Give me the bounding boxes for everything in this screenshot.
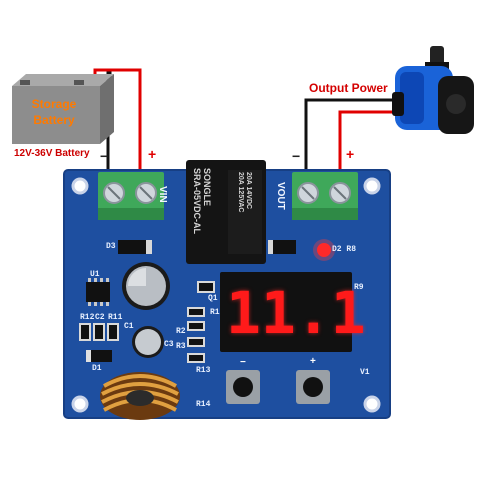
relay-rating-1: 20A 14VDC xyxy=(245,172,252,210)
output-terminal-block xyxy=(292,172,358,220)
diode-d1 xyxy=(86,350,112,362)
mounting-holes xyxy=(71,177,381,413)
battery-icon xyxy=(12,74,114,144)
plus-button-label: + xyxy=(310,356,316,367)
battery-range-label: 12V-36V Battery xyxy=(14,148,90,159)
output-plus-label: + xyxy=(346,146,355,162)
input-plus-label: + xyxy=(148,146,157,162)
silk-r1: R1 xyxy=(210,308,220,317)
silk-d2-r8: D2 R8 xyxy=(332,245,357,254)
relay-brand: SONGLE xyxy=(202,168,212,207)
ic-u1 xyxy=(86,282,110,302)
minus-button-switch xyxy=(226,370,260,404)
output-black-wire xyxy=(304,98,392,190)
status-led xyxy=(317,243,331,257)
vin-silk: VIN xyxy=(157,186,168,203)
silk-r3: R3 xyxy=(176,342,186,351)
silk-r9: R9 xyxy=(354,283,364,292)
electrolytic-capacitor xyxy=(122,262,170,310)
led-display xyxy=(220,272,352,352)
silk-c1: C1 xyxy=(124,322,134,331)
silk-r11: R11 xyxy=(108,313,123,322)
small-capacitor xyxy=(132,326,164,358)
output-power-label: Output Power xyxy=(309,81,388,95)
diode-d2 xyxy=(268,240,296,254)
plus-button-switch xyxy=(296,370,330,404)
water-pump-icon xyxy=(392,46,474,134)
vout-silk: VOUT xyxy=(275,182,286,210)
silk-r14: R14 xyxy=(196,400,211,409)
inductor-coil xyxy=(100,372,180,420)
input-minus-label: − xyxy=(100,148,109,164)
silk-u1: U1 xyxy=(90,270,100,279)
smd-resistors xyxy=(79,281,215,363)
input-terminal-block xyxy=(98,172,164,220)
storage-battery-label: Storage Battery xyxy=(31,97,77,127)
display-readout: 11.1 xyxy=(226,279,366,347)
relay-model: SRA-05VDC-AL xyxy=(192,168,202,235)
output-red-wire xyxy=(338,110,408,190)
silk-v1: V1 xyxy=(360,368,370,377)
minus-button-label: − xyxy=(240,357,246,368)
silk-c3: C3 xyxy=(164,340,174,349)
silk-d1: D1 xyxy=(92,364,102,373)
output-minus-label: − xyxy=(292,148,301,164)
silk-d3: D3 xyxy=(106,242,116,251)
silk-r13: R13 xyxy=(196,366,211,375)
silk-r12: R12 xyxy=(80,313,95,322)
silk-c2: C2 xyxy=(95,313,105,322)
relay-rating-2: 20A 125VAC xyxy=(237,172,244,213)
diode-d3 xyxy=(118,240,152,254)
silk-r2: R2 xyxy=(176,327,186,336)
silk-q1: Q1 xyxy=(208,294,218,303)
